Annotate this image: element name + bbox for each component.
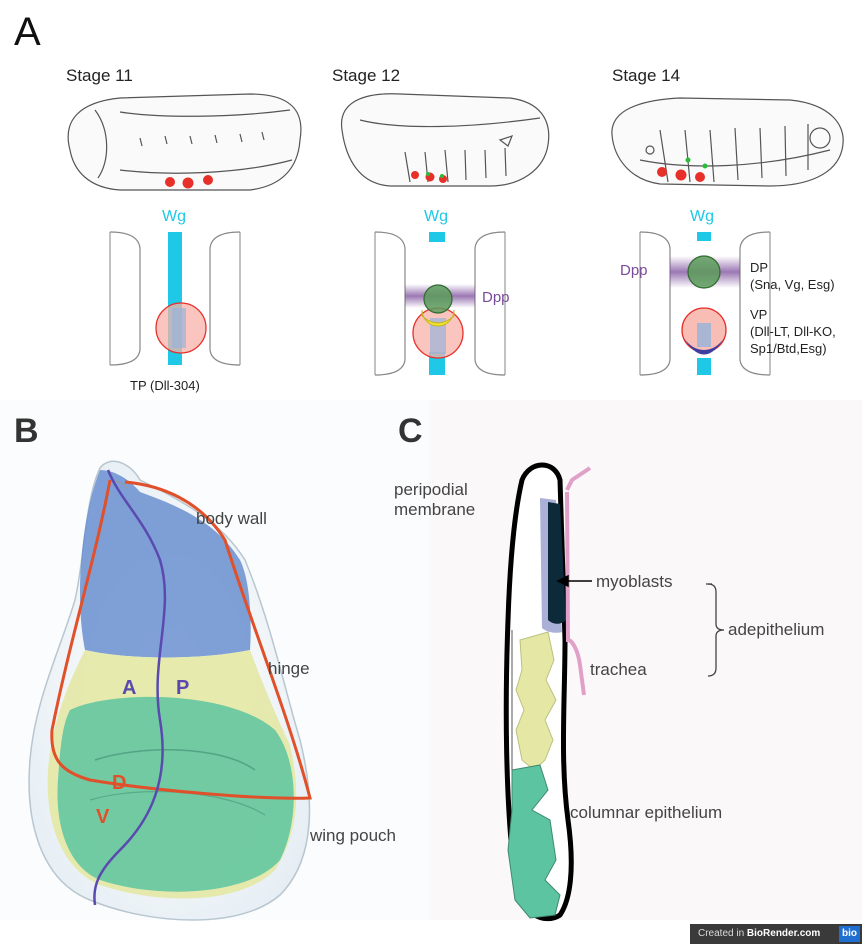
wing-pouch-label: wing pouch bbox=[310, 826, 396, 846]
dp-markers: (Sna, Vg, Esg) bbox=[750, 277, 835, 293]
body-wall-label: body wall bbox=[196, 509, 267, 529]
adepithelium-label: adepithelium bbox=[728, 620, 824, 640]
peripodial-label-line1: peripodial bbox=[394, 480, 468, 500]
tp-label: TP (Dll-304) bbox=[130, 378, 200, 394]
stage-11-title: Stage 11 bbox=[66, 66, 133, 86]
biorender-watermark: Created in BioRender.com bio bbox=[690, 924, 862, 944]
columnar-epithelium-label: columnar epithelium bbox=[570, 803, 722, 823]
watermark-badge: bio bbox=[839, 926, 860, 942]
embryo-stage-12 bbox=[342, 94, 549, 186]
panel-a-letter: A bbox=[14, 10, 41, 55]
vp-markers-line1: (Dll-LT, Dll-KO, bbox=[750, 324, 836, 340]
wg-label-stage-11: Wg bbox=[162, 208, 186, 226]
hinge-label: hinge bbox=[268, 659, 310, 679]
watermark-prefix: Created in bbox=[698, 928, 744, 939]
embryo-stage-14 bbox=[612, 98, 843, 186]
watermark-brand: BioRender.com bbox=[747, 928, 820, 939]
panel-b-letter: B bbox=[14, 412, 39, 451]
vp-label: VP bbox=[750, 307, 767, 323]
dpp-label-stage-12: Dpp bbox=[482, 289, 510, 306]
panel-c-letter: C bbox=[398, 412, 423, 451]
myoblasts-label: myoblasts bbox=[596, 572, 673, 592]
embryo-stage-11 bbox=[68, 94, 301, 190]
trachea-label: trachea bbox=[590, 660, 647, 680]
dpp-label-stage-14: Dpp bbox=[620, 262, 648, 279]
segment-stage-11 bbox=[110, 232, 240, 365]
a-compartment-label: A bbox=[122, 677, 136, 700]
stage-12-title: Stage 12 bbox=[332, 66, 400, 86]
peripodial-label-line2: membrane bbox=[394, 500, 475, 520]
vp-markers-line2: Sp1/Btd,Esg) bbox=[750, 341, 827, 357]
wg-label-stage-14: Wg bbox=[690, 208, 714, 226]
stage-14-title: Stage 14 bbox=[612, 66, 680, 86]
dp-label: DP bbox=[750, 260, 768, 276]
v-compartment-label: V bbox=[96, 806, 109, 829]
d-compartment-label: D bbox=[112, 772, 126, 795]
wg-label-stage-12: Wg bbox=[424, 208, 448, 226]
p-compartment-label: P bbox=[176, 677, 189, 700]
